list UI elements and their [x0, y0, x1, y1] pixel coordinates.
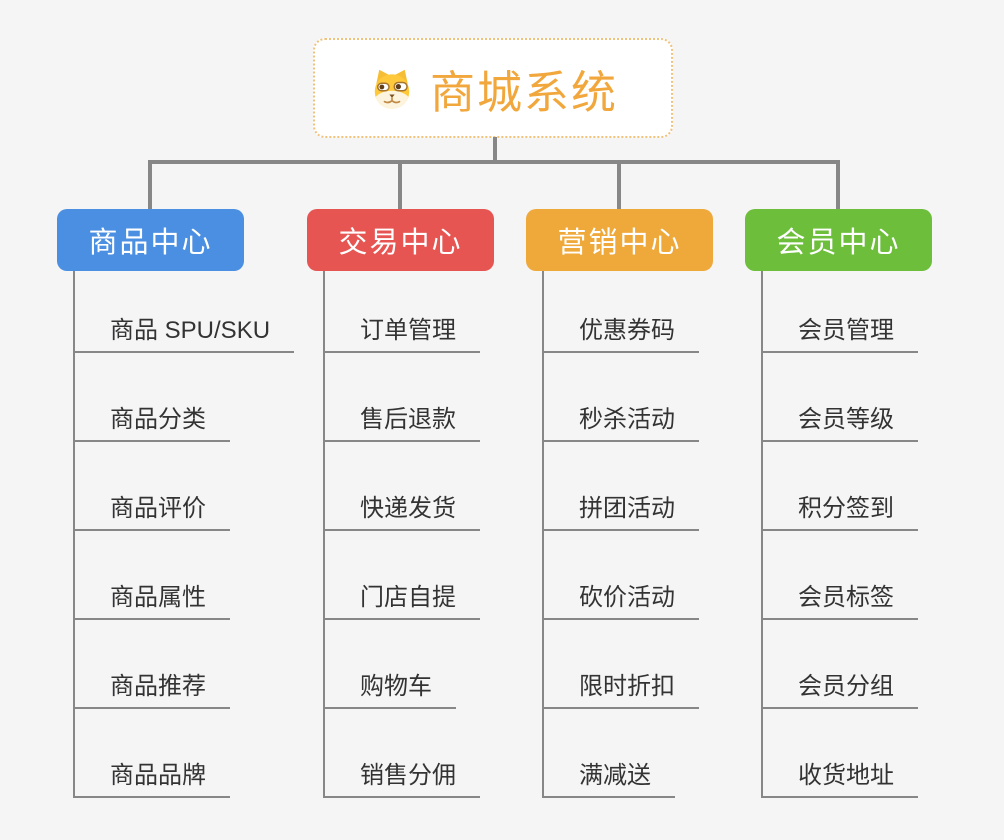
child-row: 商品推荐	[73, 620, 294, 709]
child-node-销售分佣[interactable]: 销售分佣	[323, 761, 480, 798]
child-row: 秒杀活动	[542, 353, 699, 442]
child-row: 会员标签	[761, 531, 918, 620]
root-node[interactable]: 商城系统	[313, 38, 673, 138]
child-row: 会员管理	[761, 271, 918, 353]
child-row: 购物车	[323, 620, 480, 709]
child-node-订单管理[interactable]: 订单管理	[323, 316, 480, 353]
child-node-会员等级[interactable]: 会员等级	[761, 405, 918, 442]
branch-header[interactable]: 交易中心	[307, 209, 494, 271]
child-row: 限时折扣	[542, 620, 699, 709]
child-node-商品属性[interactable]: 商品属性	[73, 583, 230, 620]
branch-header[interactable]: 商品中心	[57, 209, 244, 271]
child-node-秒杀活动[interactable]: 秒杀活动	[542, 405, 699, 442]
child-row: 商品分类	[73, 353, 294, 442]
child-row: 快递发货	[323, 442, 480, 531]
branch-交易中心: 交易中心 订单管理售后退款快递发货门店自提购物车销售分佣	[307, 209, 494, 798]
branch-children: 商品 SPU/SKU 商品分类商品评价商品属性商品推荐商品品牌	[73, 271, 295, 798]
child-node-拼团活动[interactable]: 拼团活动	[542, 494, 699, 531]
branch-会员中心: 会员中心 会员管理会员等级积分签到会员标签会员分组收货地址	[745, 209, 932, 798]
connector-drop	[148, 162, 152, 209]
child-row: 砍价活动	[542, 531, 699, 620]
root-connector-stub	[493, 137, 497, 164]
child-node-收货地址[interactable]: 收货地址	[761, 761, 918, 798]
child-node-商品品牌[interactable]: 商品品牌	[73, 761, 230, 798]
child-row: 商品品牌	[73, 709, 294, 798]
child-row: 商品属性	[73, 531, 294, 620]
child-row: 满减送	[542, 709, 699, 798]
branch-header[interactable]: 会员中心	[745, 209, 932, 271]
child-node-限时折扣[interactable]: 限时折扣	[542, 672, 699, 709]
child-row: 售后退款	[323, 353, 480, 442]
connector-drop	[836, 162, 840, 209]
child-row: 收货地址	[761, 709, 918, 798]
branch-营销中心: 营销中心 优惠券码秒杀活动拼团活动砍价活动限时折扣满减送	[526, 209, 713, 798]
connector-drop	[617, 162, 621, 209]
child-node-商品分类[interactable]: 商品分类	[73, 405, 230, 442]
child-node-商品 SPU/SKU[interactable]: 商品 SPU/SKU	[73, 316, 295, 353]
branch-children: 会员管理会员等级积分签到会员标签会员分组收货地址	[761, 271, 918, 798]
child-node-购物车[interactable]: 购物车	[323, 672, 456, 709]
connector-horizontal-bar	[148, 160, 840, 164]
child-row: 订单管理	[323, 271, 480, 353]
connector-drop	[398, 162, 402, 209]
child-row: 会员等级	[761, 353, 918, 442]
branch-children: 优惠券码秒杀活动拼团活动砍价活动限时折扣满减送	[542, 271, 699, 798]
child-row: 会员分组	[761, 620, 918, 709]
branch-children: 订单管理售后退款快递发货门店自提购物车销售分佣	[323, 271, 480, 798]
child-node-门店自提[interactable]: 门店自提	[323, 583, 480, 620]
child-row: 商品评价	[73, 442, 294, 531]
child-node-优惠券码[interactable]: 优惠券码	[542, 316, 699, 353]
child-node-会员管理[interactable]: 会员管理	[761, 316, 918, 353]
child-node-会员标签[interactable]: 会员标签	[761, 583, 918, 620]
child-row: 优惠券码	[542, 271, 699, 353]
child-node-售后退款[interactable]: 售后退款	[323, 405, 480, 442]
child-node-会员分组[interactable]: 会员分组	[761, 672, 918, 709]
child-node-商品推荐[interactable]: 商品推荐	[73, 672, 230, 709]
child-node-满减送[interactable]: 满减送	[542, 761, 675, 798]
branch-商品中心: 商品中心 商品 SPU/SKU 商品分类商品评价商品属性商品推荐商品品牌	[57, 209, 295, 798]
child-row: 销售分佣	[323, 709, 480, 798]
child-node-商品评价[interactable]: 商品评价	[73, 494, 230, 531]
branch-header[interactable]: 营销中心	[526, 209, 713, 271]
child-row: 拼团活动	[542, 442, 699, 531]
child-node-积分签到[interactable]: 积分签到	[761, 494, 918, 531]
child-row: 商品 SPU/SKU	[73, 271, 295, 353]
child-node-快递发货[interactable]: 快递发货	[323, 494, 480, 531]
child-row: 积分签到	[761, 442, 918, 531]
dog-face-icon	[368, 66, 416, 111]
root-title: 商城系统	[429, 66, 618, 118]
child-row: 门店自提	[323, 531, 480, 620]
child-node-砍价活动[interactable]: 砍价活动	[542, 583, 699, 620]
